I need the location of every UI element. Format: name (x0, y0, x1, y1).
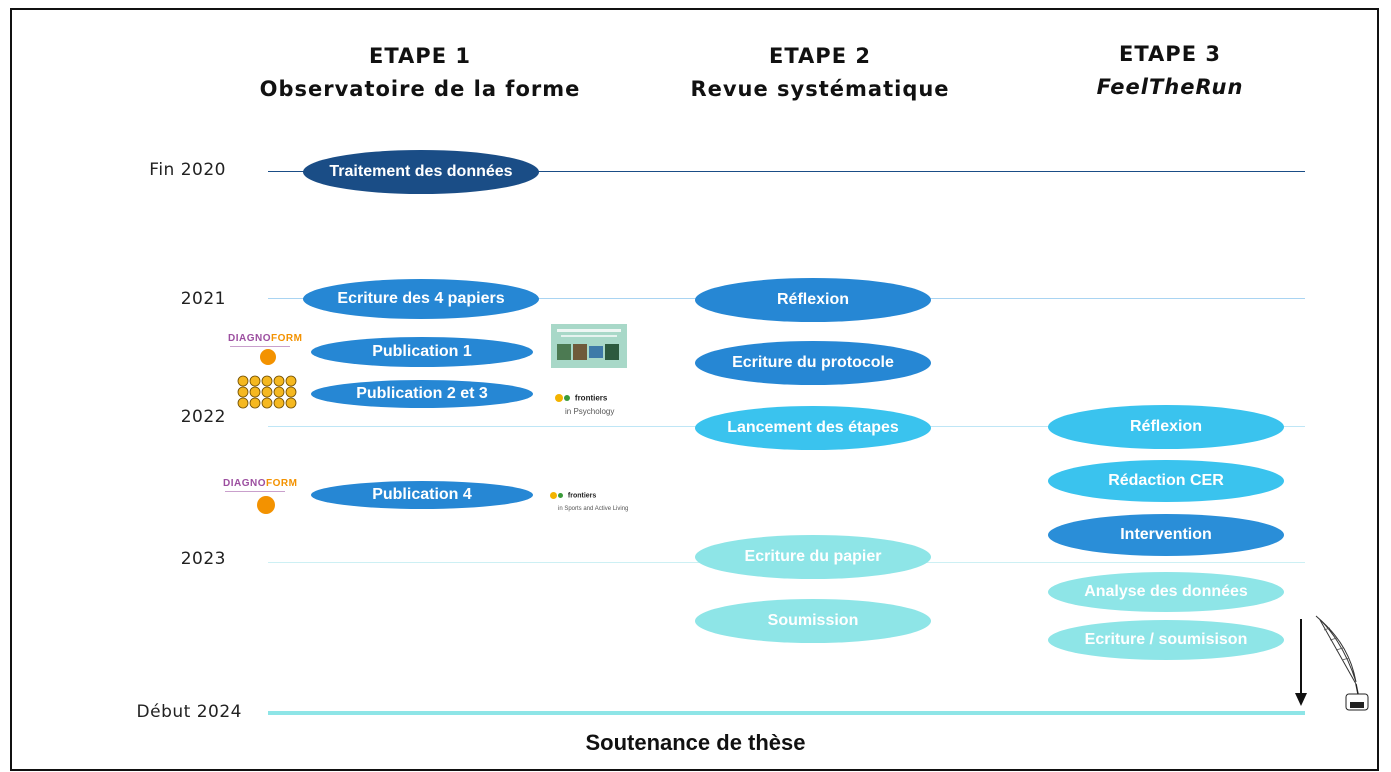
pill-ecriture-papier: Ecriture du papier (695, 535, 931, 579)
pill-redaction-cer: Rédaction CER (1048, 460, 1284, 502)
pill-e3-reflexion: Réflexion (1048, 405, 1284, 449)
timeline-2020 (268, 171, 1305, 172)
pill-e2-reflexion: Réflexion (695, 278, 931, 322)
year-label-2023: 2023 (180, 549, 226, 569)
frontiers-psychology-journal: in Psychology (565, 407, 615, 416)
stage-1-header: ETAPE 1 Observatoire de la forme (250, 40, 590, 106)
frontiers-psychology-logo: frontiers in Psychology (555, 389, 645, 416)
stage-2-subtitle: Revue systématique (690, 77, 950, 101)
year-label-2024: Début 2024 (136, 702, 242, 722)
pill-ecriture-4-papiers: Ecriture des 4 papiers (303, 279, 539, 319)
emoji-grid-icon (237, 375, 297, 409)
stage-3-subtitle: FeelTheRun (1096, 75, 1244, 99)
year-label-2021: 2021 (180, 289, 226, 309)
pill-lancement-etapes: Lancement des étapes (695, 406, 931, 450)
diagnoform-logo-1: DIAGNOFORM (228, 333, 306, 369)
pill-ecriture-protocole: Ecriture du protocole (695, 341, 931, 385)
pill-intervention: Intervention (1048, 514, 1284, 556)
footer-title: Soutenance de thèse (585, 730, 806, 755)
pill-publication-1: Publication 1 (311, 337, 533, 367)
stage-1-title: ETAPE 1 (369, 44, 471, 68)
diagnoform-logo-2: DIAGNOFORM (223, 478, 307, 518)
stage-2-title: ETAPE 2 (769, 44, 871, 68)
stage-1-subtitle: Observatoire de la forme (259, 77, 581, 101)
pill-publication-4: Publication 4 (311, 481, 533, 509)
frontiers-sports-journal: in Sports and Active Living (558, 506, 629, 512)
pill-soumission: Soumission (695, 599, 931, 643)
pill-traitement-donnees: Traitement des données (303, 150, 539, 194)
year-label-2022: 2022 (180, 407, 226, 427)
quill-pen-icon (1315, 615, 1369, 711)
timeline-2024 (268, 711, 1305, 715)
pill-publication-2-3: Publication 2 et 3 (311, 380, 533, 408)
sports-medicine-journal-icon (551, 324, 627, 368)
frontiers-sports-logo: frontiers in Sports and Active Living (550, 487, 660, 512)
year-label-2020: Fin 2020 (149, 160, 226, 180)
frontiers-psychology-name: frontiers (574, 393, 608, 403)
pill-ecriture-soumission: Ecriture / soumisison (1048, 620, 1284, 660)
pill-analyse-donnees: Analyse des données (1048, 572, 1284, 612)
stage-2-header: ETAPE 2 Revue systématique (670, 40, 970, 106)
down-arrow-icon (1295, 619, 1307, 706)
stage-3-header: ETAPE 3 FeelTheRun (1060, 38, 1280, 104)
frontiers-sports-name: frontiers (567, 492, 597, 500)
stage-3-title: ETAPE 3 (1119, 42, 1221, 66)
